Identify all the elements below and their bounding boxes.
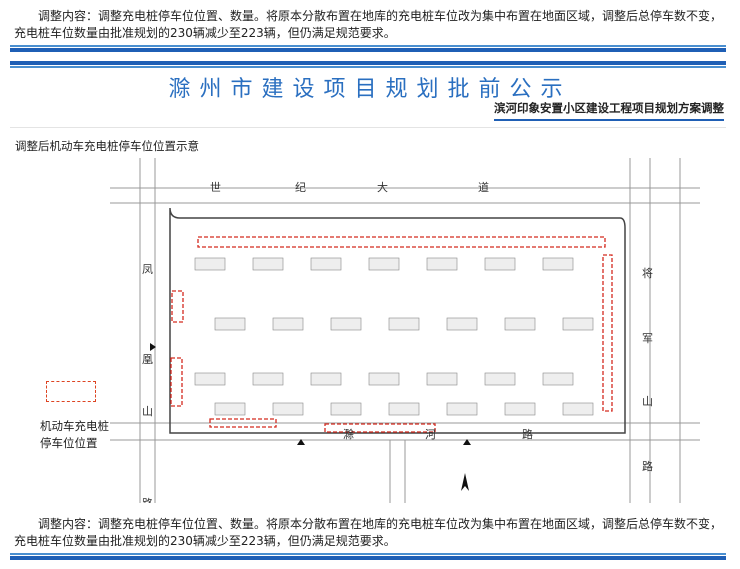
- divider: [10, 556, 726, 560]
- building: [252, 372, 284, 386]
- charging-zone-north: [197, 236, 606, 248]
- building: [484, 257, 516, 271]
- charging-zone-south-1: [209, 418, 277, 428]
- building: [562, 402, 594, 416]
- building: [194, 257, 226, 271]
- building: [388, 317, 420, 331]
- road-label: 大: [377, 180, 388, 194]
- building: [252, 257, 284, 271]
- charging-zone-west-1: [171, 290, 184, 323]
- divider: [10, 127, 726, 128]
- building: [272, 317, 304, 331]
- building: [330, 402, 362, 416]
- divider: [10, 45, 726, 47]
- legend-label: 机动车充电桩停车位位置: [40, 419, 109, 450]
- road-label: 军: [642, 332, 653, 345]
- road-label: 道: [478, 180, 489, 194]
- road-label: 山: [142, 405, 153, 418]
- road-label: 凤: [142, 263, 153, 276]
- building: [484, 372, 516, 386]
- bottom-adjustment-text: 调整内容：调整充电桩停车位位置、数量。将原本分散布置在地库的充电桩车位改为集中布…: [14, 517, 723, 548]
- building: [310, 372, 342, 386]
- building: [388, 402, 420, 416]
- building: [426, 257, 458, 271]
- building: [426, 372, 458, 386]
- building: [446, 402, 478, 416]
- road-label: 纪: [295, 181, 306, 194]
- road-labels: 世 纪 大 道 凤 凰 山 路 将 军 山 路 滁 河 路: [142, 180, 653, 503]
- entrance-arrow-icon: [150, 343, 471, 445]
- road-label: 世: [210, 181, 221, 194]
- building: [504, 317, 536, 331]
- charging-parking-zones: [170, 236, 613, 433]
- charging-zone-south-2: [324, 423, 436, 433]
- road-label: 滁: [343, 427, 354, 441]
- building: [330, 317, 362, 331]
- page-title: 滁州市建设项目规划批前公示: [168, 77, 572, 102]
- building: [446, 317, 478, 331]
- building: [368, 372, 400, 386]
- road-label: 路: [642, 460, 653, 473]
- road-label: 路: [522, 428, 533, 441]
- building: [542, 372, 574, 386]
- building: [194, 372, 226, 386]
- legend-swatch: [46, 381, 96, 402]
- project-subtitle: 滨河印象安置小区建设工程项目规划方案调整: [494, 100, 724, 121]
- road-label: 山: [642, 395, 653, 408]
- building: [562, 317, 594, 331]
- building: [272, 402, 304, 416]
- building: [504, 402, 536, 416]
- road-label: 凰: [142, 353, 153, 366]
- charging-zone-west-2: [170, 357, 183, 407]
- charging-zone-east: [602, 254, 613, 412]
- building: [310, 257, 342, 271]
- figure-caption: 调整后机动车充电桩停车位位置示意: [15, 139, 199, 153]
- north-arrow-icon: [461, 473, 469, 491]
- building: [542, 257, 574, 271]
- site-plan-map: 世 纪 大 道 凤 凰 山 路 将 军 山 路 滁 河 路: [110, 158, 700, 503]
- road-label: 将: [642, 267, 653, 280]
- divider: [10, 553, 726, 555]
- building: [368, 257, 400, 271]
- road-label: 河: [425, 428, 436, 441]
- divider: [10, 66, 726, 68]
- road-label: 路: [142, 497, 153, 503]
- building: [214, 402, 246, 416]
- building: [214, 317, 246, 331]
- top-adjustment-text: 调整内容：调整充电桩停车位位置、数量。将原本分散布置在地库的充电桩车位改为集中布…: [14, 9, 723, 40]
- divider: [10, 61, 726, 65]
- divider: [10, 48, 726, 52]
